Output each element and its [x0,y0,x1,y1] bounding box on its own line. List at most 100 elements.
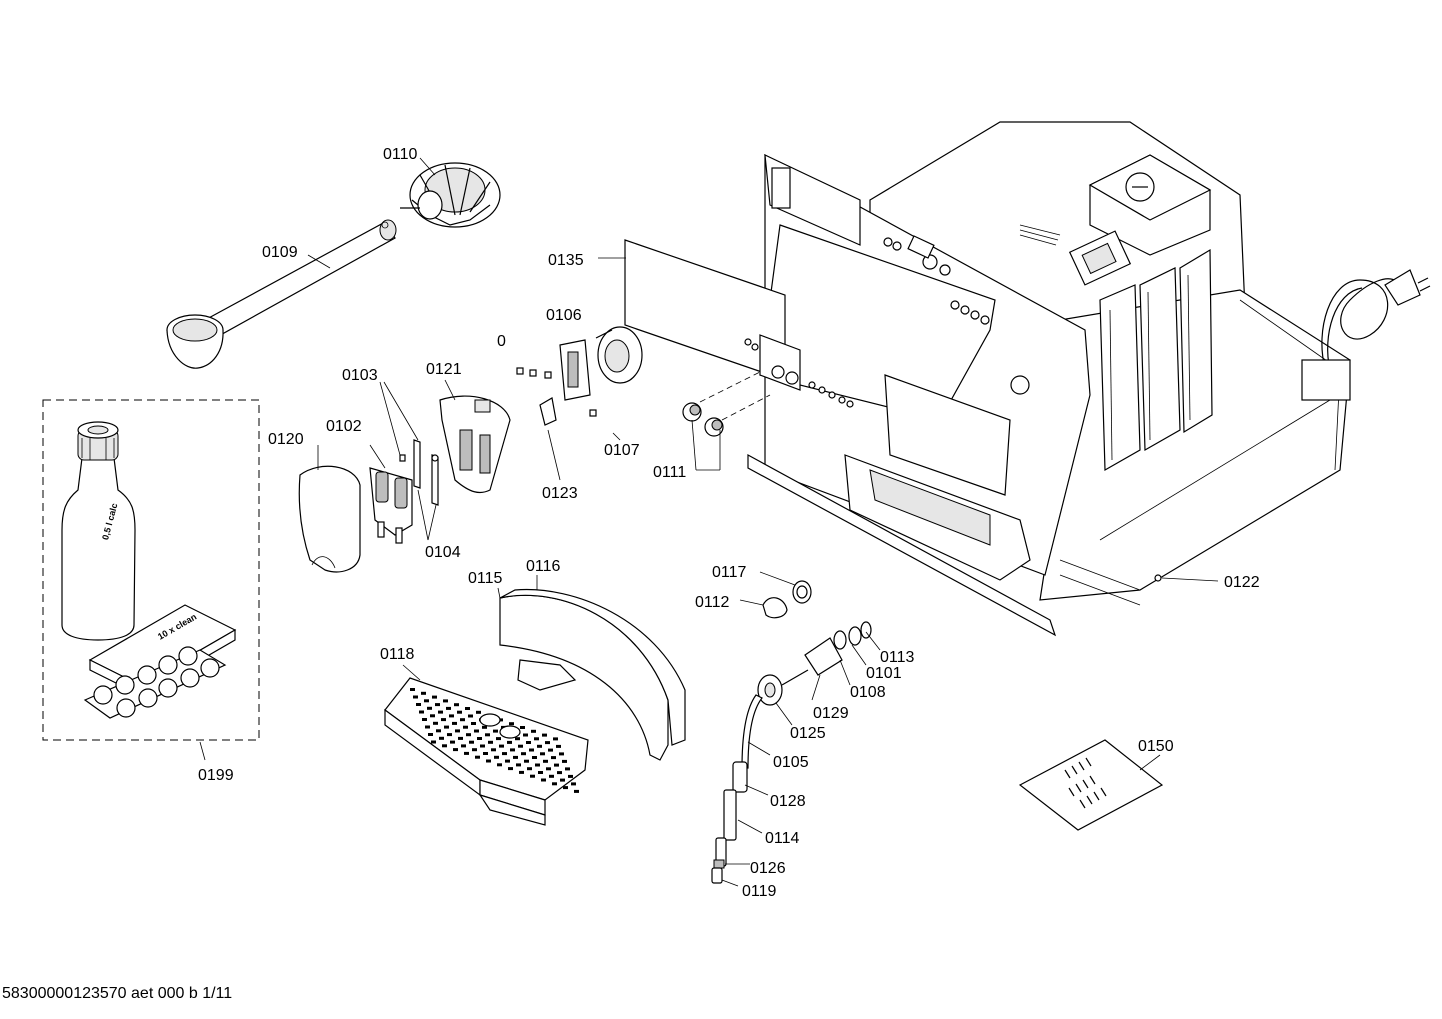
drip-hole [568,774,573,778]
drip-hole [499,744,504,748]
drip-hole [549,774,554,778]
drip-hole [465,707,470,710]
drip-hole [496,737,501,741]
drip-hole [493,729,498,733]
drip-hole [551,756,556,760]
drip-hole [461,744,466,748]
drip-hole [457,710,462,714]
callout-0115: 0115 [468,570,503,587]
callout-0120: 0120 [268,431,304,448]
callout-0114: 0114 [765,830,800,847]
drip-hole [410,688,415,691]
drip-hole [509,722,514,726]
drip-hole [424,699,429,703]
callout-0105: 0105 [773,754,809,771]
drip-hole [431,740,436,744]
callout-0118: 0118 [380,646,415,663]
drip-hole [452,721,457,725]
drip-hole [557,771,562,775]
drip-hole [526,741,531,744]
drip-hole [480,744,485,748]
callout-0126: 0126 [750,860,786,877]
callout-0117: 0117 [712,564,747,581]
drip-hole [472,748,477,752]
document-footer: 58300000123570 aet 000 b 1/11 [2,985,232,1002]
callout-0112: 0112 [695,594,730,611]
drip-hole [552,782,557,786]
drip-hole [468,714,473,718]
drip-hole [563,786,568,790]
drip-hole [540,752,545,756]
callout-0129: 0129 [813,705,849,722]
callout-0199: 0199 [198,767,234,784]
callout-0121: 0121 [426,361,462,378]
drip-hole [488,740,493,744]
drip-hole [438,710,443,714]
drip-hole [460,718,465,722]
callout-0123: 0123 [542,485,578,502]
drip-hole [553,737,558,741]
callout-0108: 0108 [850,684,886,701]
drip-hole [537,744,542,748]
drip-hole [545,741,550,745]
drip-hole [450,740,455,744]
leader-lines [199,157,1219,887]
part-0106-switch [516,326,643,426]
drip-hole [413,695,418,699]
drip-hole [559,752,564,756]
drip-hole [527,767,532,771]
drip-hole [542,733,547,737]
cover-panel-0135 [624,239,854,408]
drip-hole [516,763,521,767]
drip-hole [476,710,481,714]
drip-hole [475,755,480,759]
callout-0128: 0128 [770,793,806,810]
callout-0150: 0150 [1138,738,1174,755]
drip-hole [508,767,513,771]
part-0121 [439,395,511,494]
drip-hole [446,706,451,710]
pump-hose-assembly [711,621,872,884]
drip-hole [518,744,523,748]
drip-hole [507,740,512,744]
callout-0: 0 [497,333,506,350]
part-0102 [369,467,413,544]
callout-0109: 0109 [262,244,298,261]
drip-hole [532,756,537,759]
drip-hole [477,737,482,740]
drip-hole [486,759,491,763]
drip-hole [439,736,444,740]
care-kit-0199: 0,5 l calc 10 x clean [42,399,260,741]
drip-hole [483,752,488,755]
measuring-spoon-0109 [166,219,397,369]
drip-hole [513,755,518,759]
drip-hole [571,782,576,786]
screw-0122 [1154,574,1162,582]
drip-hole [556,744,561,748]
callout-0122: 0122 [1224,574,1260,591]
callout-0111: 0111 [653,464,686,481]
callout-0102: 0102 [326,418,362,435]
drip-hole [441,718,446,722]
callout-0119: 0119 [742,883,777,900]
drip-hole [442,744,447,748]
drip-grid-0118 [384,677,589,826]
drip-hole [425,725,430,729]
drip-hole [524,759,529,763]
callout-0125: 0125 [790,725,826,742]
drip-hole [443,699,448,703]
drip-hole [428,733,433,736]
callout-0110: 0110 [383,146,418,163]
drip-hole [565,767,570,771]
drip-hole [430,714,435,718]
drip-hole [519,770,524,774]
callout-0107: 0107 [604,442,640,459]
drip-hole [482,725,487,729]
callout-0104: 0104 [425,544,461,561]
callout-0101: 0101 [866,665,902,682]
drip-hole [436,729,441,733]
drip-hole [535,763,540,767]
drip-hole [474,729,479,733]
drip-hole [546,767,551,771]
